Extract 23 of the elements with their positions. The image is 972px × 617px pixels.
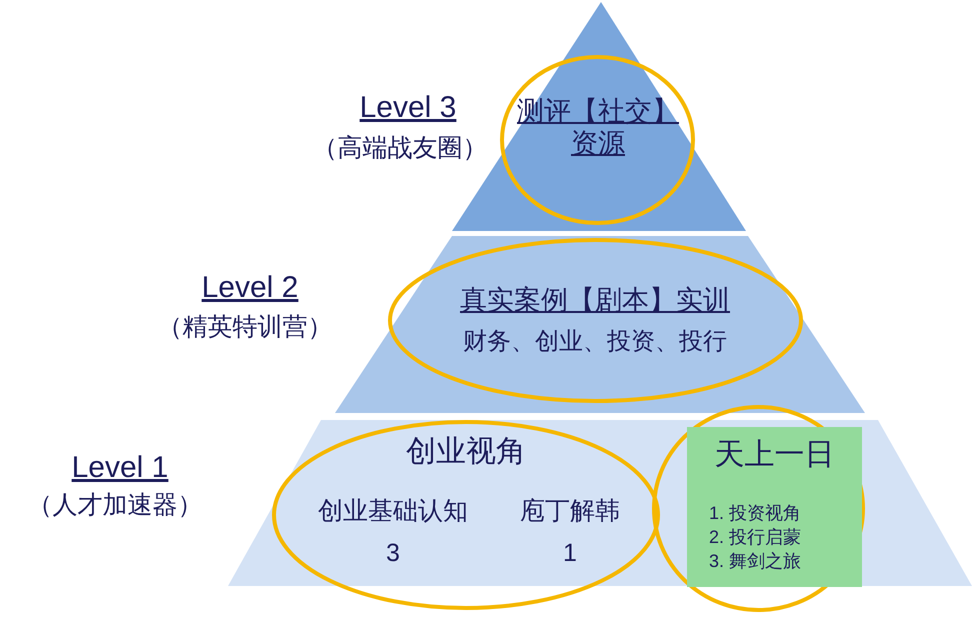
topic-card bbox=[687, 427, 862, 587]
body-text: 2. 投行启蒙 bbox=[709, 527, 802, 549]
heading-text: 真实案例【剧本】实训 bbox=[459, 284, 731, 316]
body-text: 1 bbox=[562, 538, 578, 568]
body-text: 3. 舞剑之旅 bbox=[709, 551, 802, 573]
body-text: 1. 投资视角 bbox=[709, 503, 802, 525]
body-text: 创业基础认知 bbox=[317, 496, 469, 526]
level-label: Level 1 bbox=[70, 450, 170, 486]
body-text: 财务、创业、投资、投行 bbox=[462, 328, 728, 357]
body-text: 庖丁解韩 bbox=[519, 496, 621, 526]
level-label: Level 3 bbox=[358, 90, 458, 126]
level-subtitle: （精英特训营） bbox=[156, 312, 334, 342]
body-text: 3 bbox=[385, 538, 401, 568]
highlight-ellipse bbox=[500, 55, 695, 225]
heading-text: 创业视角 bbox=[405, 434, 527, 470]
highlight-ellipse bbox=[388, 238, 803, 403]
level-subtitle: （高端战友圈） bbox=[312, 133, 488, 163]
highlight-ellipse bbox=[272, 420, 660, 610]
heading-text: 天上一日 bbox=[714, 437, 836, 473]
level-label: Level 2 bbox=[200, 270, 300, 306]
level-subtitle: （人才加速器） bbox=[26, 490, 204, 520]
highlight-ellipse bbox=[652, 405, 865, 612]
pyramid-tier bbox=[335, 236, 865, 413]
